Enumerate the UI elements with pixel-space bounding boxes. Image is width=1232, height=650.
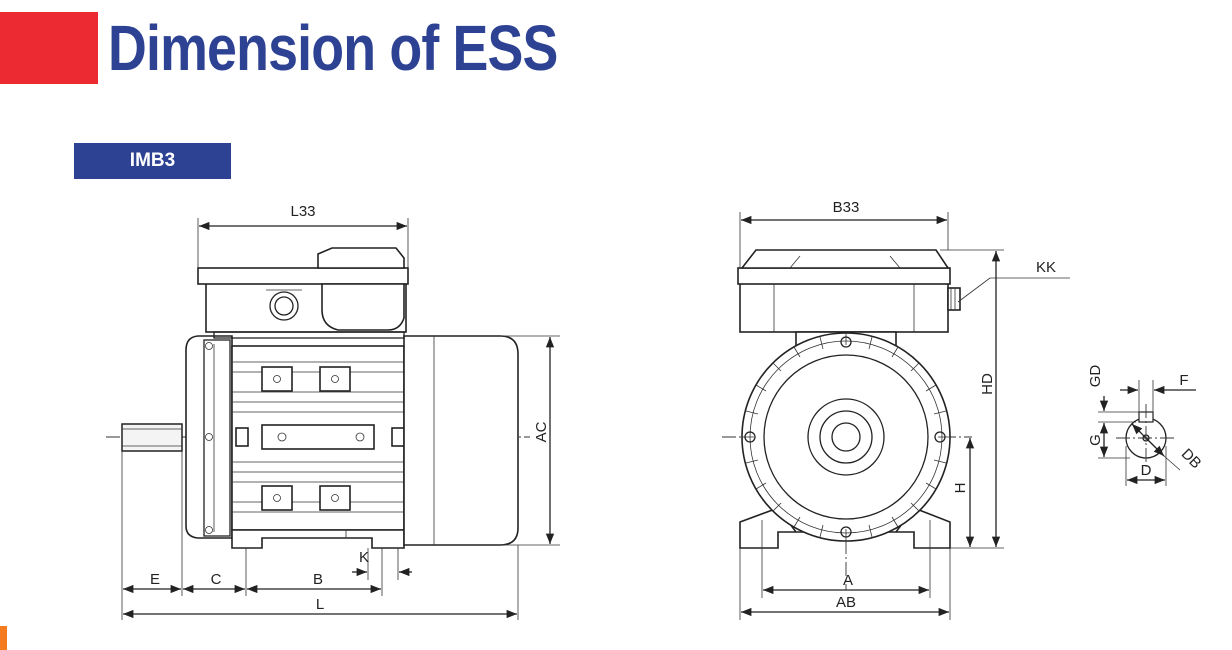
side-view: L33 AC E C B K L (106, 203, 560, 620)
front-view: B33 KK HD H A AB (722, 199, 1070, 620)
page-title: Dimension of ESS (108, 12, 558, 84)
red-accent-block (0, 12, 98, 84)
dim-AB-label: AB (836, 594, 856, 611)
dim-B33-label: B33 (833, 199, 860, 216)
mounting-type-badge: IMB3 (74, 143, 231, 179)
dim-G-label: G (1087, 434, 1104, 446)
radial-fins (742, 333, 950, 541)
dim-AC-label: AC (533, 421, 550, 442)
dim-L-label: L (316, 596, 324, 613)
terminal-box-side (197, 247, 409, 339)
dim-C-label: C (211, 571, 222, 588)
dim-KK-label: KK (1036, 259, 1056, 276)
terminal-box-front (737, 249, 961, 333)
dim-DB-label: DB (1178, 445, 1205, 472)
dim-E-label: E (150, 571, 160, 588)
dim-GD-label: GD (1087, 365, 1104, 388)
orange-corner-mark (0, 626, 7, 650)
dim-A-label: A (843, 572, 853, 589)
dim-D-label: D (1141, 462, 1152, 479)
cooling-fins (232, 361, 404, 513)
dim-L33-label: L33 (290, 203, 315, 220)
dim-B-label: B (313, 571, 323, 588)
dim-HD-label: HD (979, 373, 996, 395)
shaft-detail: F GD G D DB (1087, 365, 1205, 486)
dim-F-label: F (1179, 372, 1188, 389)
dim-H-label: H (952, 483, 969, 494)
dim-K-label: K (359, 549, 369, 566)
